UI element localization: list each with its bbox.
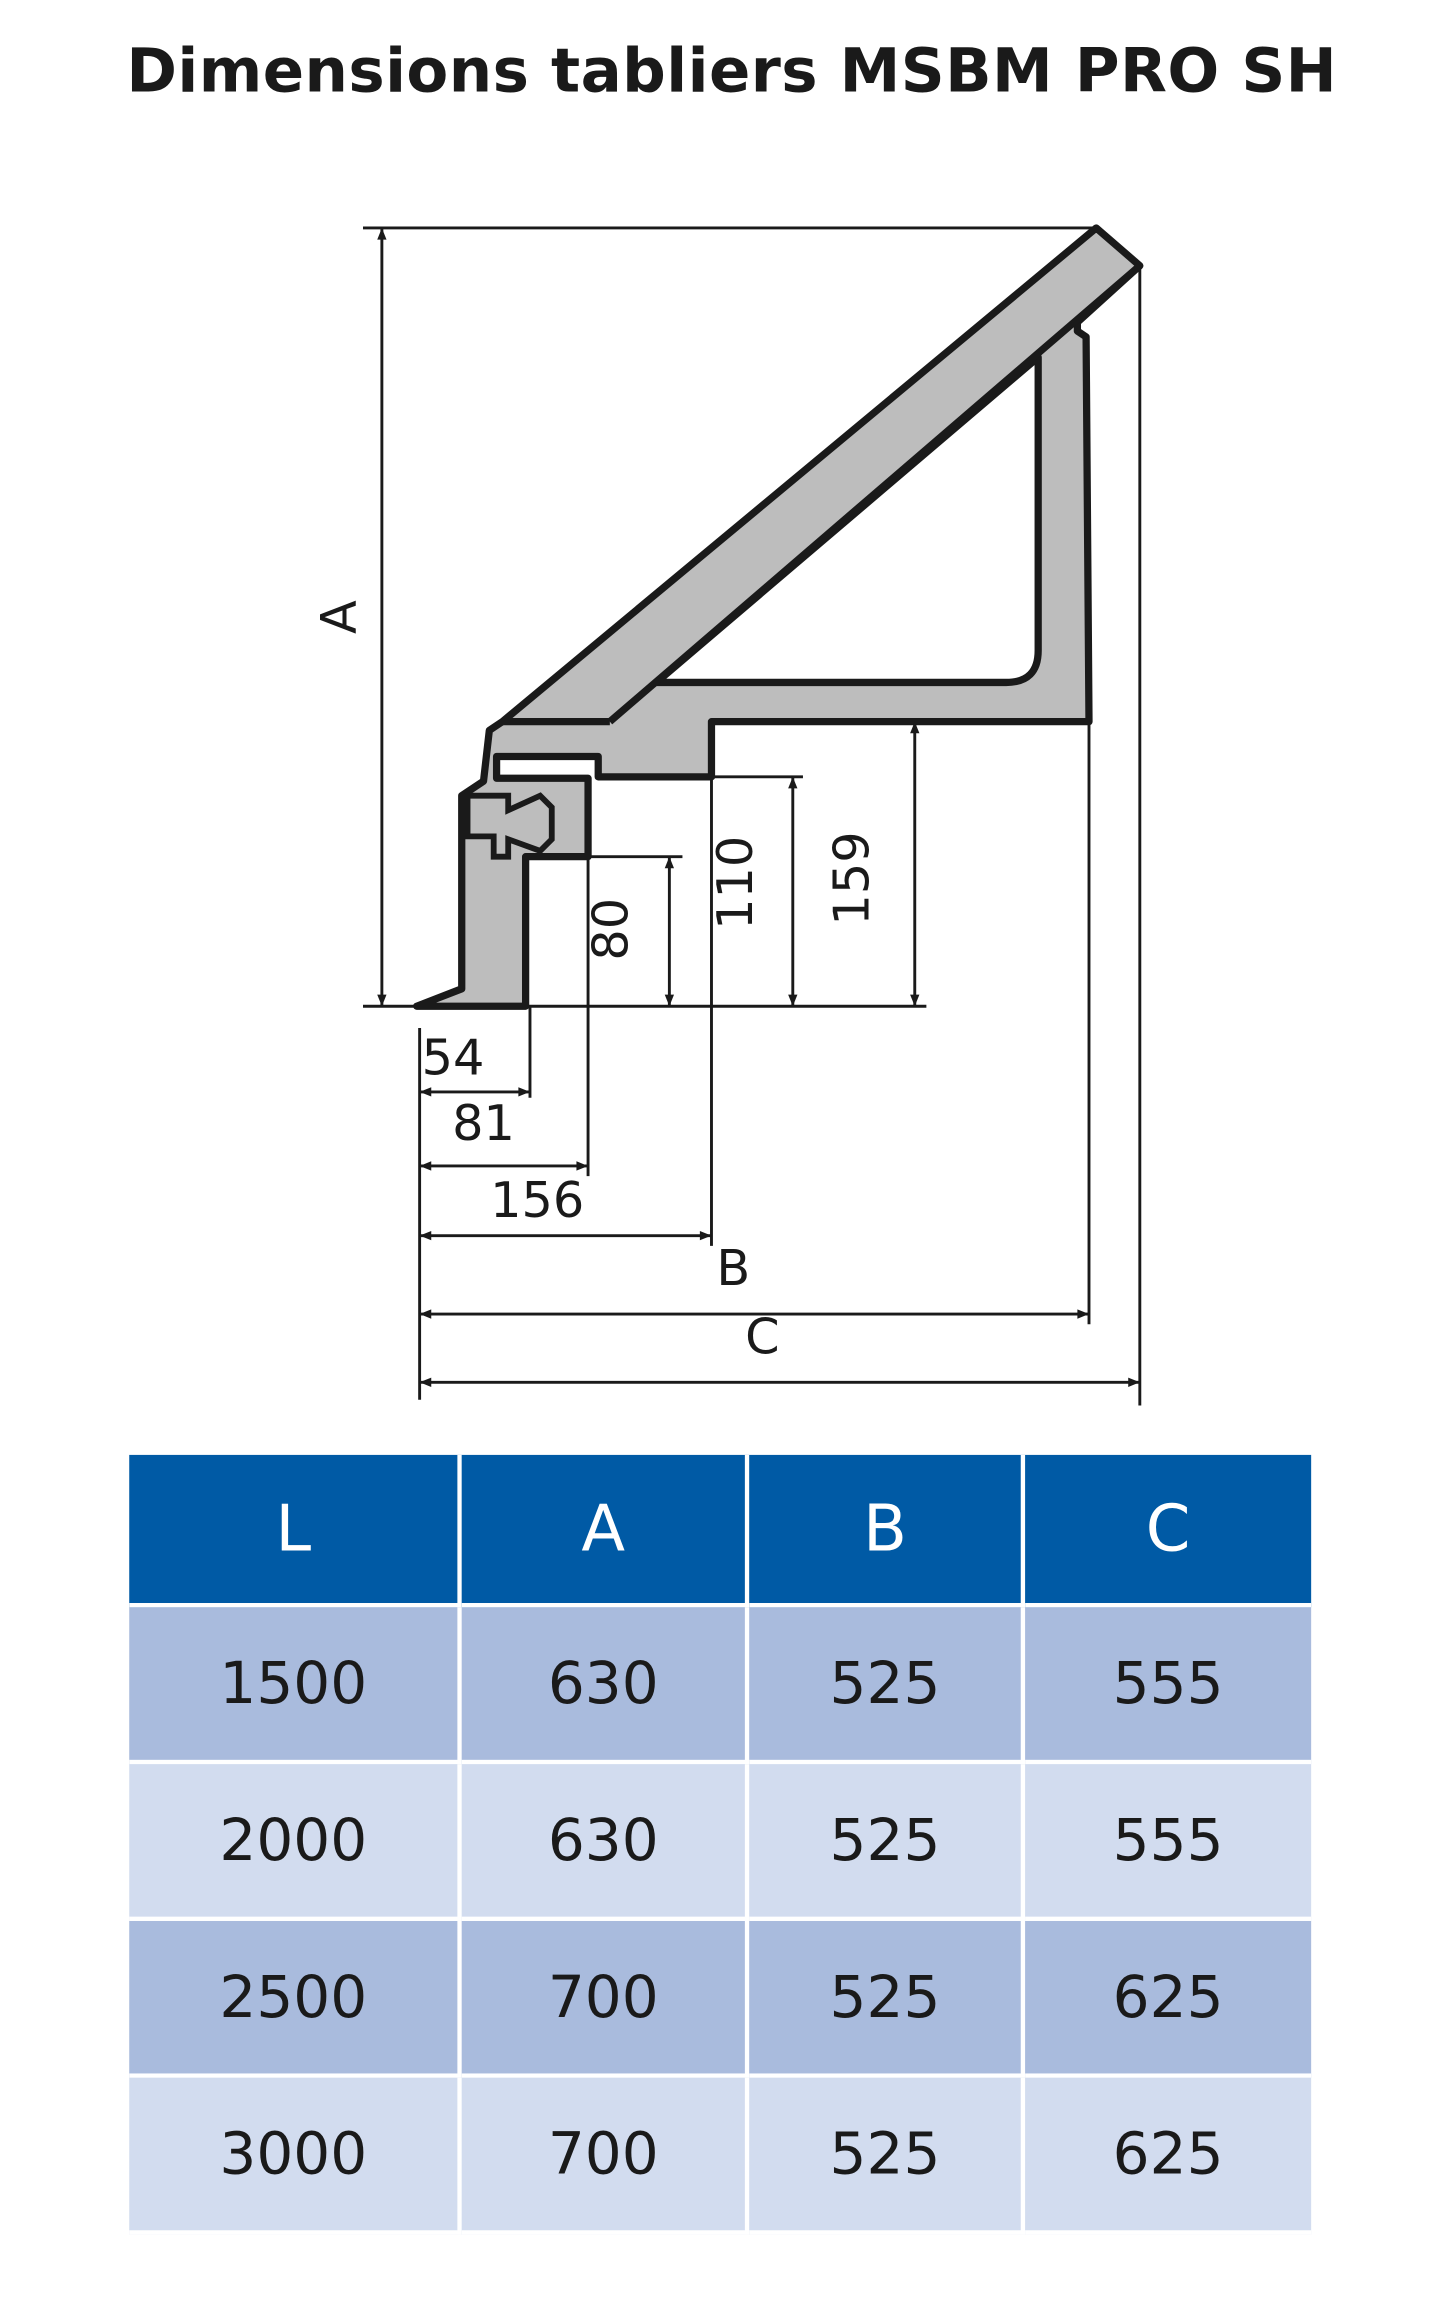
table-header: L A B C	[129, 1454, 1312, 1608]
clamp-nub	[464, 792, 555, 860]
label-d54: 54	[422, 1028, 485, 1086]
label-a: A	[310, 600, 368, 634]
beam-lower-edge	[607, 262, 1143, 725]
table-cell: 625	[1025, 2077, 1312, 2235]
table-cell: 525	[749, 2077, 1026, 2235]
page-title: Dimensions tabliers MSBM PRO SH	[126, 34, 1338, 106]
label-d110: 110	[706, 836, 764, 930]
table-cell: 555	[1025, 1764, 1312, 1921]
label-d156: 156	[490, 1171, 584, 1229]
table-cell: 630	[461, 1764, 750, 1921]
header-cell: C	[1025, 1454, 1312, 1608]
label-d159: 159	[822, 831, 880, 925]
label-d81: 81	[452, 1094, 515, 1152]
table-row: 2000 630 525 555	[129, 1764, 1312, 1921]
table-cell: 625	[1025, 1920, 1312, 2078]
dimensions-table: L A B C 1500 630 525 555 2000 630 525 55…	[129, 1454, 1312, 2235]
table-cell: 1500	[129, 1607, 462, 1765]
dimension-lines	[363, 226, 1142, 1406]
label-b: B	[716, 1239, 750, 1297]
header-cell: A	[461, 1454, 750, 1608]
table-cell: 3000	[129, 2077, 462, 2235]
table-cell: 630	[461, 1607, 750, 1765]
table-row: 2500 700 525 625	[129, 1920, 1312, 2078]
header-cell: B	[749, 1454, 1026, 1608]
table-cell: 700	[461, 1920, 750, 2078]
table-cell: 525	[749, 1920, 1026, 2078]
label-d80: 80	[581, 898, 639, 961]
header-cell: L	[129, 1454, 462, 1608]
table-cell: 2500	[129, 1920, 462, 2078]
table-row: 1500 630 525 555	[129, 1607, 1312, 1765]
table-cell: 2000	[129, 1764, 462, 1921]
table-cell: 525	[749, 1764, 1026, 1921]
table-cell: 525	[749, 1607, 1026, 1765]
table-row: 3000 700 525 625	[129, 2077, 1312, 2235]
dimension-drawing: A 80 110 159 54 81 156 B C	[310, 224, 1144, 1406]
label-c: C	[745, 1307, 779, 1365]
table-cell: 555	[1025, 1607, 1312, 1765]
table-cell: 700	[461, 2077, 750, 2235]
